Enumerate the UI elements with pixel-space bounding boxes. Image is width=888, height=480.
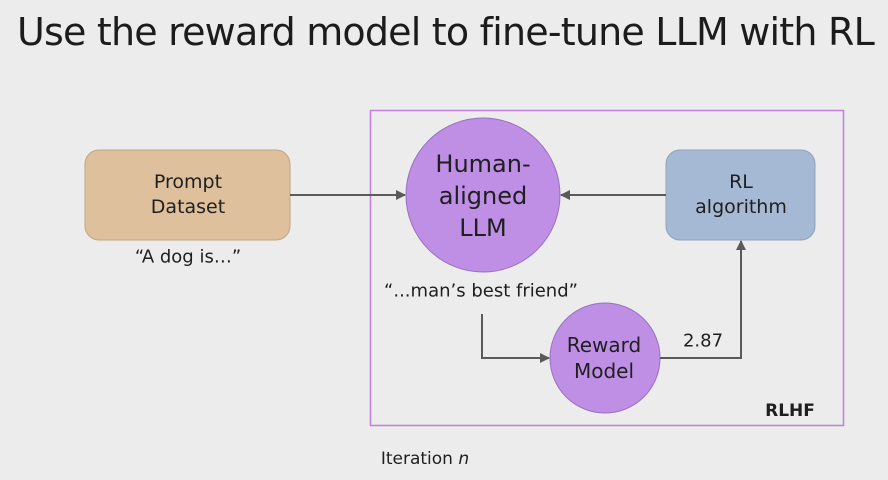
- prompt-dataset-line1: Prompt: [153, 171, 223, 193]
- completion-caption: “...man’s best friend”: [384, 280, 578, 302]
- reward-value: 2.87: [682, 330, 724, 352]
- human-aligned-llm-label: Human- aligned LLM: [435, 148, 530, 244]
- iteration-label: Iteration n: [381, 449, 469, 469]
- slide-title: Use the reward model to fine-tune LLM wi…: [17, 10, 875, 54]
- llm-line3: LLM: [459, 214, 507, 242]
- prompt-dataset-line2: Dataset: [150, 196, 226, 218]
- prompt-dataset-label: Prompt Dataset: [151, 170, 225, 220]
- rlhf-group-border: [369, 109, 845, 427]
- arrow-completion-to-reward: [481, 314, 550, 363]
- prompt-caption: “A dog is…”: [134, 246, 242, 268]
- rl-algorithm-label: RL algorithm: [695, 170, 787, 220]
- llm-line1: Human-: [435, 150, 531, 178]
- rl-line2: algorithm: [695, 196, 787, 218]
- reward-line2: Model: [573, 359, 635, 383]
- arrow-reward-to-rl: [660, 240, 746, 359]
- reward-line1: Reward: [566, 333, 642, 357]
- iteration-variable: n: [458, 449, 470, 469]
- reward-model-label: Reward Model: [567, 332, 641, 384]
- iteration-prefix: Iteration: [380, 449, 459, 469]
- rl-line1: RL: [729, 171, 753, 193]
- llm-line2: aligned: [438, 182, 528, 210]
- rlhf-group-label: RLHF: [765, 401, 815, 421]
